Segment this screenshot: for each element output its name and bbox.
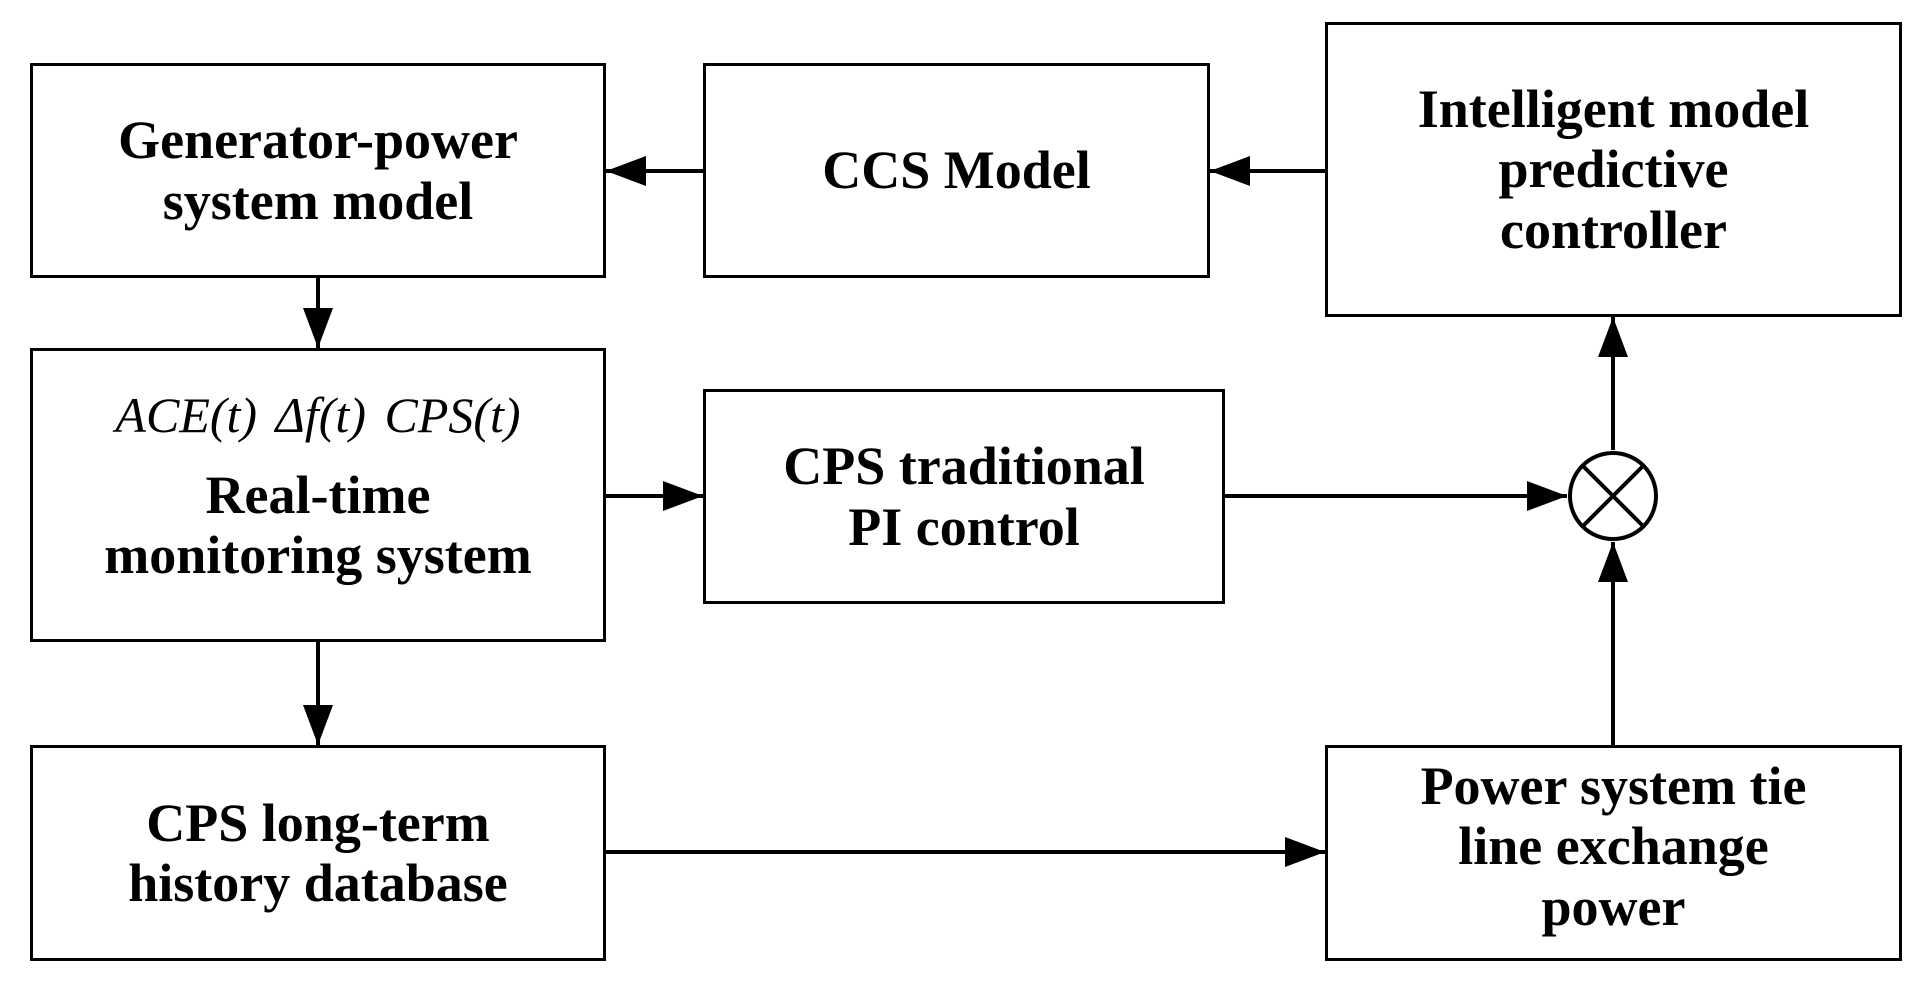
block-label: CCS Model: [822, 140, 1091, 201]
block-label: monitoring system: [104, 525, 532, 586]
block-label: system model: [162, 170, 474, 231]
cps-pi-control-block: CPS traditional PI control: [703, 389, 1225, 604]
cps-history-database-block: CPS long-term history database: [30, 745, 606, 961]
block-label: Intelligent model: [1417, 78, 1810, 139]
block-label: CPS traditional: [783, 436, 1145, 497]
intelligent-mpc-block: Intelligent model predictive controller: [1325, 22, 1902, 317]
block-label: PI control: [848, 496, 1080, 557]
block-label: Power system tie: [1420, 756, 1807, 816]
tie-line-power-block: Power system tie line exchange power: [1325, 745, 1902, 961]
block-label: Generator-power: [118, 110, 518, 171]
ccs-model-block: CCS Model: [703, 63, 1210, 278]
generator-power-system-block: Generator-power system model: [30, 63, 606, 278]
block-label: line exchange: [1458, 816, 1769, 877]
block-label: Real-time: [205, 465, 431, 525]
block-label: history database: [128, 853, 508, 913]
block-label: CPS long-term: [146, 792, 490, 853]
realtime-monitoring-block: ACE(t) Δf(t) CPS(t) Real-time monitoring…: [30, 348, 606, 642]
block-label: power: [1541, 876, 1686, 937]
summing-junction-icon: [1568, 451, 1658, 541]
block-label: controller: [1500, 199, 1727, 260]
monitoring-signals-formula: ACE(t) Δf(t) CPS(t): [115, 387, 521, 443]
block-label: predictive: [1498, 139, 1729, 200]
